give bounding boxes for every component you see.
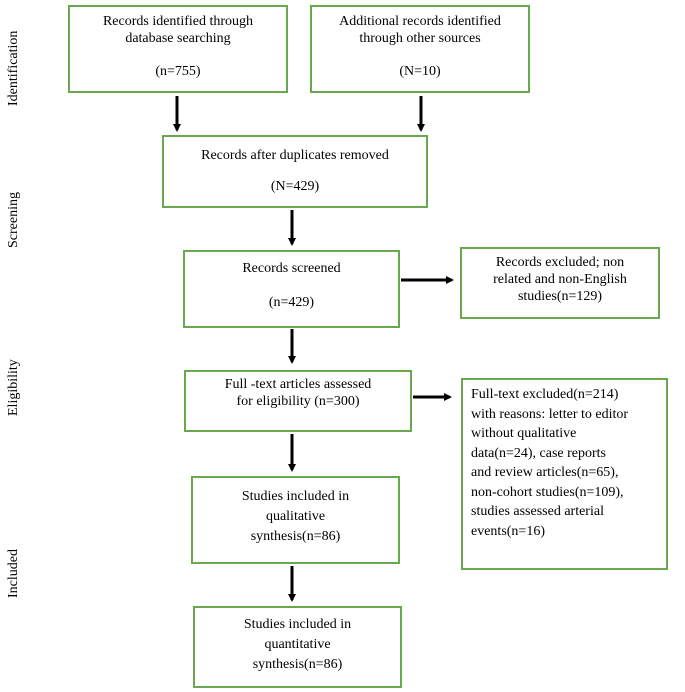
other-sources-line-1: Additional records identified	[339, 14, 501, 29]
box-db-search: Records identified through database sear…	[68, 5, 288, 93]
full-text-excluded-line-8: events(n=16)	[471, 523, 545, 539]
full-text-line-2: for eligibility (n=300)	[236, 394, 360, 409]
records-excluded-line-2: related and non-English	[493, 272, 627, 287]
box-after-duplicates: Records after duplicates removed (N=429)	[162, 135, 428, 208]
box-records-screened: Records screened (n=429)	[183, 250, 400, 328]
box-quantitative-synthesis: Studies included in quantitative synthes…	[193, 606, 402, 688]
full-text-excluded-line-4: data(n=24), case reports	[471, 445, 607, 461]
records-excluded-line-3: studies(n=129)	[517, 289, 603, 304]
after-duplicates-label: Records after duplicates removed	[201, 148, 389, 163]
box-other-sources: Additional records identified through ot…	[310, 5, 530, 93]
records-screened-label: Records screened	[242, 261, 341, 276]
qualitative-line-3: synthesis(n=86)	[250, 529, 341, 544]
quantitative-line-1: Studies included in	[243, 617, 352, 632]
qualitative-line-1: Studies included in	[241, 489, 350, 504]
after-duplicates-count: (N=429)	[270, 179, 320, 194]
full-text-excluded-line-7: studies assessed arterial	[471, 504, 604, 519]
full-text-excluded-line-3: without qualitative	[471, 426, 577, 441]
db-search-line-1: Records identified through	[102, 14, 254, 29]
full-text-excluded-line-5: and review articles(n=65),	[471, 465, 619, 480]
records-excluded-line-1: Records excluded; non	[495, 255, 625, 270]
full-text-excluded-line-6: non-cohort studies(n=109),	[471, 484, 624, 500]
box-full-text-assessed: Full -text articles assessed for eligibi…	[184, 370, 412, 432]
other-sources-line-2: through other sources	[359, 31, 481, 46]
db-search-line-2: database searching	[125, 31, 231, 46]
quantitative-line-3: synthesis(n=86)	[252, 657, 343, 672]
quantitative-line-2: quantitative	[264, 637, 331, 652]
box-records-excluded: Records excluded; non related and non-En…	[460, 247, 660, 319]
records-screened-count: (n=429)	[268, 295, 315, 310]
full-text-excluded-line-2: with reasons: letter to editor	[471, 406, 629, 422]
full-text-line-1: Full -text articles assessed	[224, 377, 372, 392]
box-full-text-excluded: Full-text excluded(n=214) with reasons: …	[461, 378, 668, 570]
qualitative-line-2: qualitative	[265, 509, 326, 524]
other-sources-count: (N=10)	[399, 64, 441, 79]
db-search-count: (n=755)	[155, 64, 201, 79]
box-qualitative-synthesis: Studies included in qualitative synthesi…	[191, 476, 400, 564]
full-text-excluded-line-1: Full-text excluded(n=214)	[471, 387, 619, 402]
